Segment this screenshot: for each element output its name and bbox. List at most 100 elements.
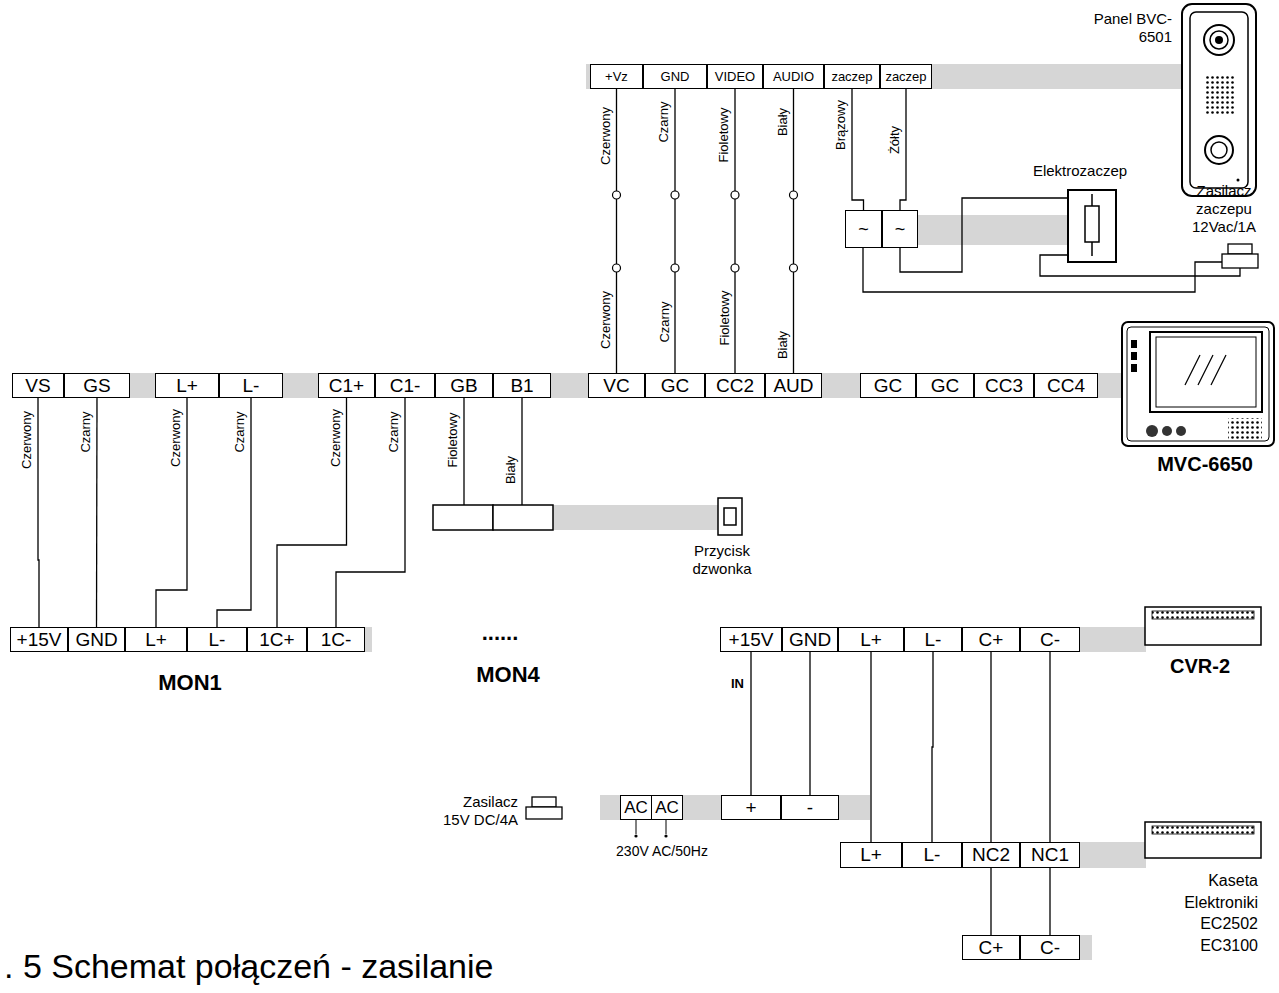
cable-band: [586, 64, 1184, 89]
plug-symbol: [532, 797, 556, 807]
monitor-screen: [1150, 332, 1262, 412]
terminal-box: CC2: [705, 373, 765, 398]
cable-band: [10, 627, 372, 652]
terminal-box: ~: [845, 210, 882, 248]
device-label: Panel BVC-6501: [1092, 10, 1172, 46]
figure-caption: . 5 Schemat połączeń - zasilanie: [4, 948, 493, 985]
monitor-button: [1131, 340, 1137, 348]
terminal-box: C1+: [318, 373, 375, 398]
monitor: [1122, 322, 1274, 446]
device-name: MON1: [158, 670, 222, 696]
device-label: Zasilacz zaczepu 12Vac/1A: [1183, 182, 1265, 236]
terminal-box: ~: [882, 210, 918, 248]
terminal-box: GND: [68, 627, 125, 652]
terminal-label: AUD: [773, 376, 813, 396]
terminal-label: GC: [931, 376, 960, 396]
connector: [1152, 611, 1254, 619]
screen-glare: [1198, 355, 1213, 385]
terminal-box: +Vz: [590, 64, 643, 89]
wire: [1049, 868, 1050, 935]
wire-color-label: Czarny: [78, 409, 94, 454]
wire: [217, 398, 251, 627]
wire-color-label: Czarny: [232, 409, 248, 454]
terminal-box: zaczep: [880, 64, 932, 89]
cable-band: [720, 627, 1146, 652]
device-name: CVR-2: [1170, 654, 1230, 678]
terminal-box: C-: [1020, 627, 1080, 652]
speaker-grille: [1228, 418, 1262, 440]
terminal-box: NC1: [1020, 842, 1080, 868]
wire: [616, 89, 617, 373]
terminal-label: GC: [661, 376, 690, 396]
terminal-box: VS: [12, 373, 64, 398]
terminal-label: +Vz: [605, 70, 628, 84]
cable-band: [962, 935, 1092, 960]
terminal-box: L-: [902, 842, 962, 868]
terminal-box: [433, 505, 493, 530]
wire-color-label: Czerwony: [19, 409, 35, 471]
terminal-box: AUD: [765, 373, 822, 398]
terminal-box: NC2: [962, 842, 1020, 868]
terminal-label: +15V: [729, 630, 774, 650]
wire-color-label: Czerwony: [598, 289, 614, 351]
terminal-label: GND: [789, 630, 831, 650]
terminal-label: +: [745, 798, 756, 818]
terminal-label: L+: [860, 845, 882, 865]
wire-color-label: Biały: [503, 454, 519, 486]
resistor-symbol: [1085, 206, 1099, 242]
terminal-label: C1+: [329, 376, 364, 396]
terminal-box: CC4: [1034, 373, 1098, 398]
terminal-box: +15V: [720, 627, 782, 652]
terminal-label: ~: [895, 220, 906, 239]
wire-color-label: Biały: [775, 329, 791, 361]
speaker-grille: [1205, 76, 1235, 116]
bell-button: [718, 498, 742, 535]
mains-lead: [634, 834, 637, 837]
terminal-label: zaczep: [885, 70, 926, 84]
terminal-label: GB: [450, 376, 477, 396]
microphone: [1237, 179, 1240, 182]
terminal-label: L+: [176, 376, 198, 396]
terminal-box: L+: [840, 842, 902, 868]
terminal-label: L-: [925, 630, 942, 650]
screen-glare: [1185, 355, 1200, 385]
wire: [932, 652, 933, 842]
terminal-label: CC2: [716, 376, 754, 396]
terminal-label: L+: [145, 630, 167, 650]
terminal-box: L-: [187, 627, 247, 652]
monitor-frame: [1127, 327, 1269, 441]
strike-lead: [1091, 194, 1093, 206]
terminal-box: B1: [493, 373, 551, 398]
monitor-knob: [1176, 426, 1186, 436]
wire-color-label: Fioletowy: [717, 289, 733, 348]
terminal-label: AC: [655, 799, 679, 817]
device-name: MON4: [476, 662, 540, 688]
terminal-box: GC: [916, 373, 974, 398]
wire-color-label: Żółty: [887, 124, 903, 156]
cable-band: [433, 505, 720, 530]
terminal-label: GND: [75, 630, 117, 650]
terminal-label: L-: [209, 630, 226, 650]
terminal-box: AC: [620, 795, 652, 820]
terminal-label: C+: [979, 630, 1004, 650]
terminal-label: zaczep: [831, 70, 872, 84]
terminal-box: [493, 505, 553, 530]
device-label: Przycisk dzwonka: [680, 542, 764, 578]
wire: [734, 89, 735, 373]
camera-lens: [1215, 36, 1223, 44]
ellipsis: ......: [482, 620, 519, 646]
terminal-label: C+: [979, 938, 1004, 958]
call-button: [1211, 142, 1227, 158]
terminal-box: C+: [962, 935, 1020, 960]
terminal-box: GND: [782, 627, 838, 652]
door-panel: [1182, 4, 1256, 196]
terminal-label: L-: [243, 376, 260, 396]
wire: [793, 89, 794, 373]
terminal-label: VIDEO: [715, 70, 755, 84]
door-panel-frame: [1190, 12, 1248, 188]
cable-band: [12, 373, 1125, 398]
plug-symbol: [1222, 254, 1258, 268]
mains-lead: [664, 834, 667, 837]
terminal-box: C+: [962, 627, 1020, 652]
terminal-box: GND: [643, 64, 707, 89]
